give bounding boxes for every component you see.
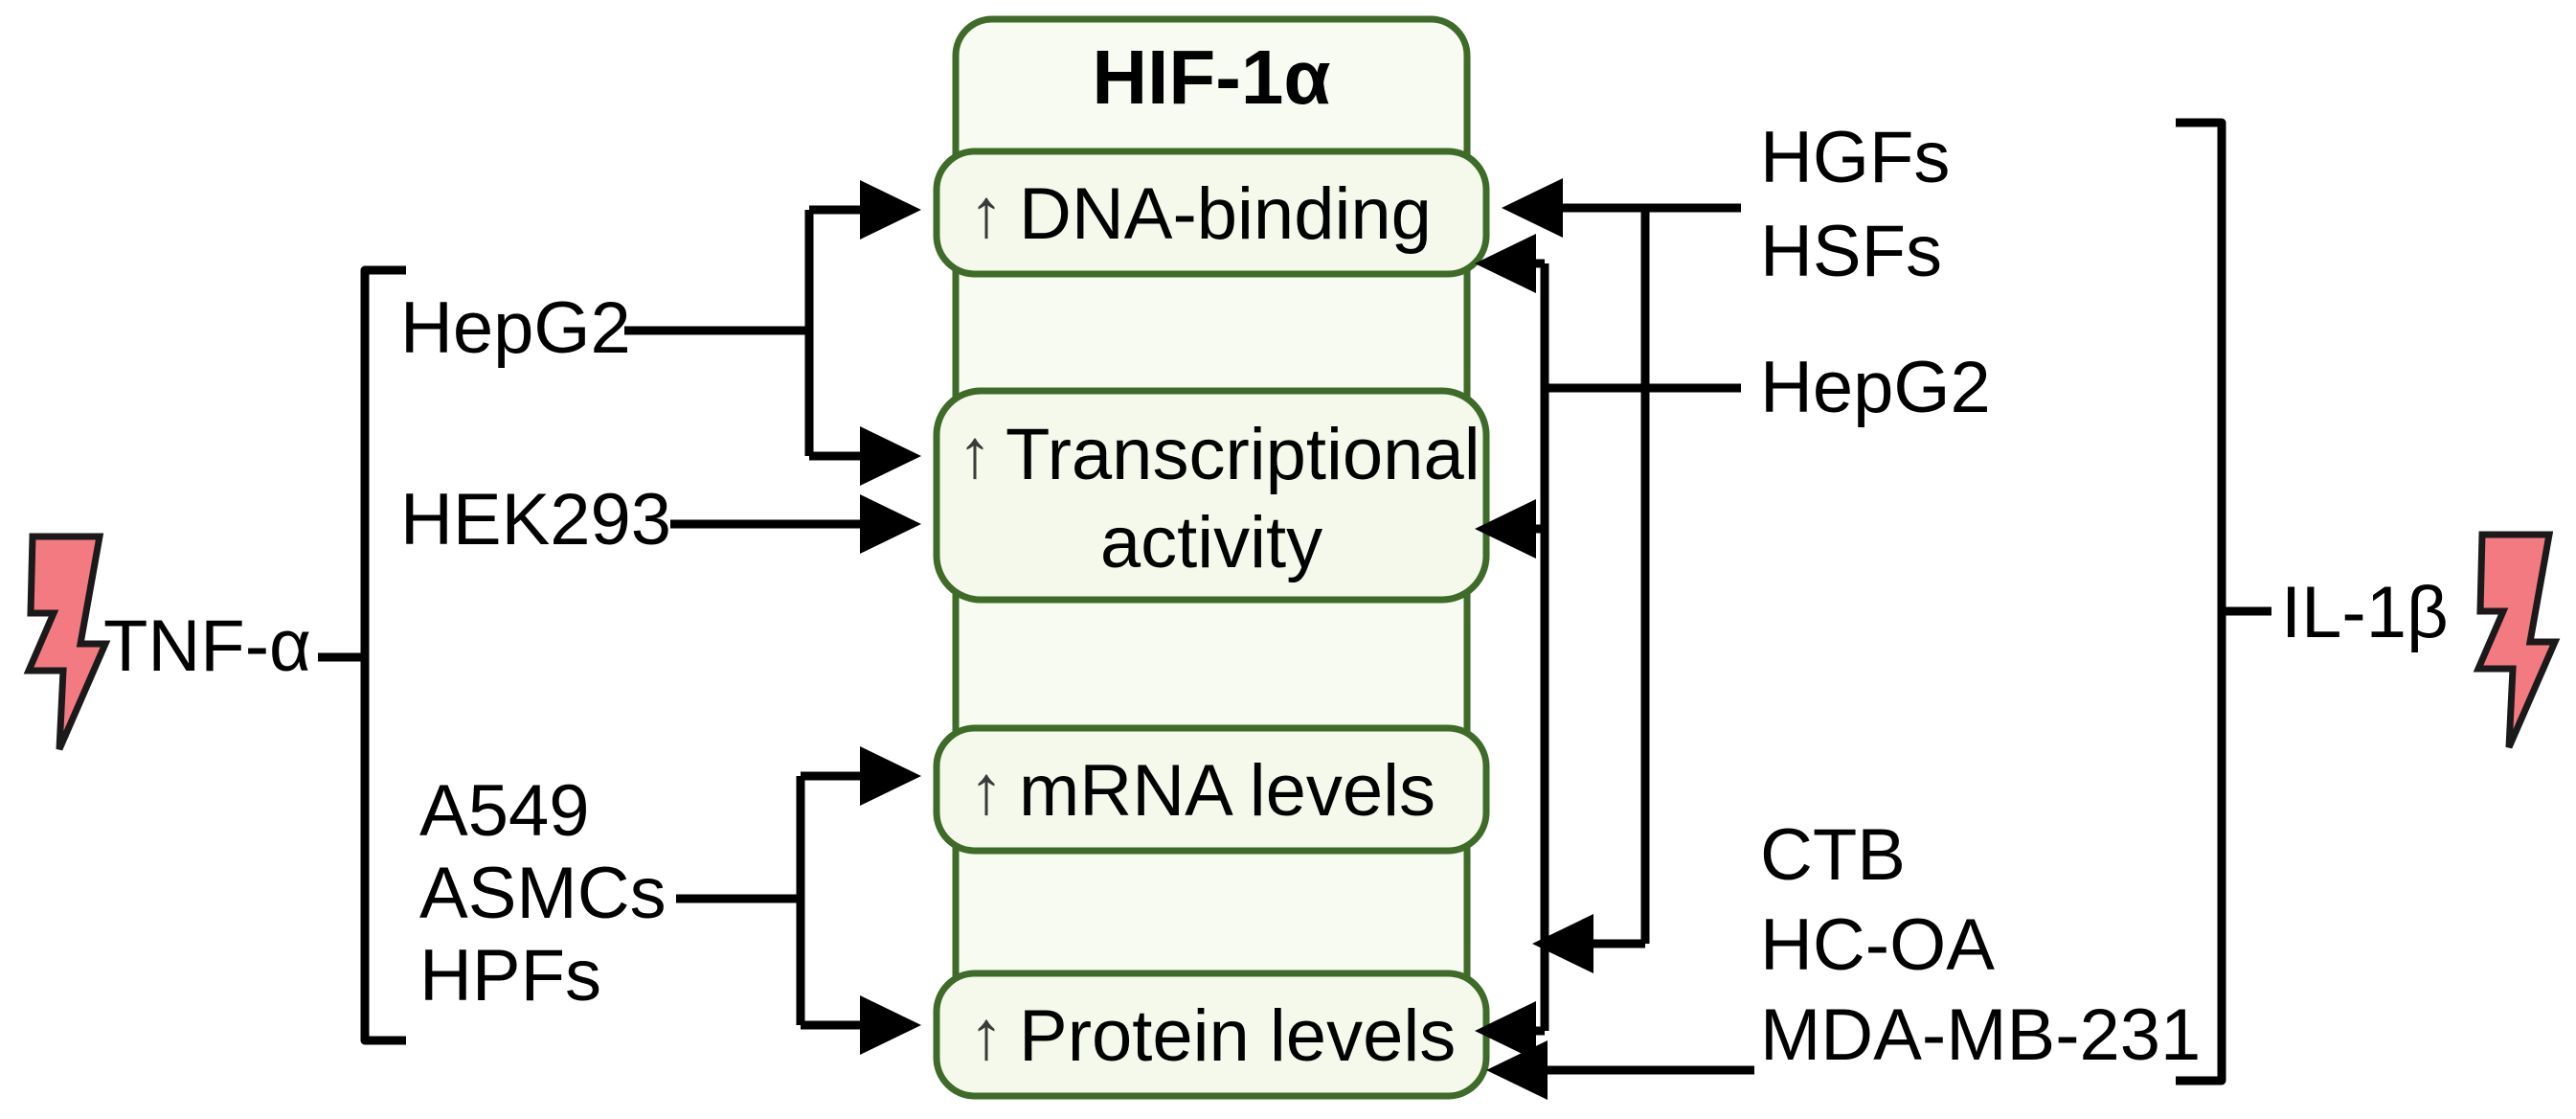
effect-box-protein-levels: ↑ Protein levels bbox=[933, 970, 1490, 1100]
effect-box-transcriptional-activity: ↑ Transcriptional activity bbox=[933, 387, 1490, 604]
left-cell-label-hepg2: HepG2 bbox=[400, 287, 631, 369]
connector-hepg2-to-boxes bbox=[624, 180, 921, 486]
right-cell-group-bracket bbox=[2176, 118, 2226, 1085]
effect-box-mrna-levels: ↑ mRNA levels bbox=[933, 724, 1490, 855]
tnf-alpha-label: TNF-α bbox=[103, 605, 311, 687]
up-arrow-icon: ↑ bbox=[969, 175, 1004, 252]
connector-a549-asmcs-hpfs-to-boxes bbox=[676, 746, 921, 1055]
effect-box-dna-binding: ↑ DNA-binding bbox=[933, 148, 1490, 278]
tnf-alpha-lightning-bolt bbox=[23, 533, 111, 751]
right-cell-label-hgfs: HGFs bbox=[1760, 117, 1950, 198]
arrowhead-icon bbox=[1532, 914, 1593, 973]
connector-hek293-to-transcriptional-activity bbox=[670, 494, 921, 554]
arrowhead-icon bbox=[1486, 1040, 1548, 1100]
connector-hepg2-right-spine bbox=[1475, 234, 1741, 1061]
dna-binding-box bbox=[933, 148, 1490, 278]
left-cell-label-asmcs: ASMCs bbox=[419, 853, 667, 934]
right-cell-label-ctb: CTB bbox=[1760, 814, 1906, 896]
hif1a-title: HIF-1α bbox=[1092, 34, 1330, 120]
right-cell-label-hc-oa: HC-OA bbox=[1760, 904, 1995, 986]
up-arrow-icon: ↑ bbox=[958, 416, 992, 492]
left-cell-group-bracket bbox=[360, 265, 406, 1045]
arrowhead-icon bbox=[860, 746, 921, 806]
connector-mda-mb-231-to-protein-levels bbox=[1486, 1040, 1754, 1100]
left-cell-label-a549: A549 bbox=[419, 770, 590, 852]
arrowhead-icon bbox=[860, 995, 921, 1055]
arrowhead-icon bbox=[1475, 234, 1536, 293]
right-cell-label-hsfs: HSFs bbox=[1760, 211, 1942, 292]
arrowhead-icon bbox=[860, 494, 921, 554]
lightning-bolt-icon bbox=[23, 533, 111, 751]
arrowhead-icon bbox=[860, 426, 921, 486]
up-arrow-icon: ↑ bbox=[969, 752, 1004, 829]
connector-hgfs-hsfs-to-dna-binding bbox=[1502, 178, 1741, 238]
il-1beta-lightning-bolt bbox=[2473, 531, 2561, 749]
arrowhead-icon bbox=[860, 180, 921, 240]
left-cell-label-hek293: HEK293 bbox=[400, 479, 671, 560]
up-arrow-icon: ↑ bbox=[969, 997, 1004, 1074]
protein-levels-label: Protein levels bbox=[1019, 995, 1456, 1077]
arrowhead-icon bbox=[1475, 499, 1536, 559]
transcriptional-activity-label-line1: Transcriptional bbox=[1006, 414, 1480, 495]
dna-binding-label: DNA-binding bbox=[1019, 173, 1432, 255]
arrowhead-icon bbox=[1502, 178, 1563, 238]
il-1beta-label: IL-1β bbox=[2281, 572, 2449, 653]
mrna-levels-label: mRNA levels bbox=[1019, 750, 1435, 832]
right-cell-label-mda-mb-231: MDA-MB-231 bbox=[1760, 994, 2201, 1076]
mrna-levels-box bbox=[933, 724, 1490, 855]
transcriptional-activity-box bbox=[933, 387, 1490, 604]
right-cell-label-hepg2: HepG2 bbox=[1760, 347, 1991, 428]
connector-trunk-to-mrna-levels bbox=[1532, 208, 1650, 973]
arrowhead-icon bbox=[1475, 1001, 1536, 1061]
lightning-bolt-icon bbox=[2473, 531, 2561, 749]
transcriptional-activity-label-line2: activity bbox=[1100, 502, 1322, 583]
left-cell-label-hpfs: HPFs bbox=[419, 935, 601, 1016]
